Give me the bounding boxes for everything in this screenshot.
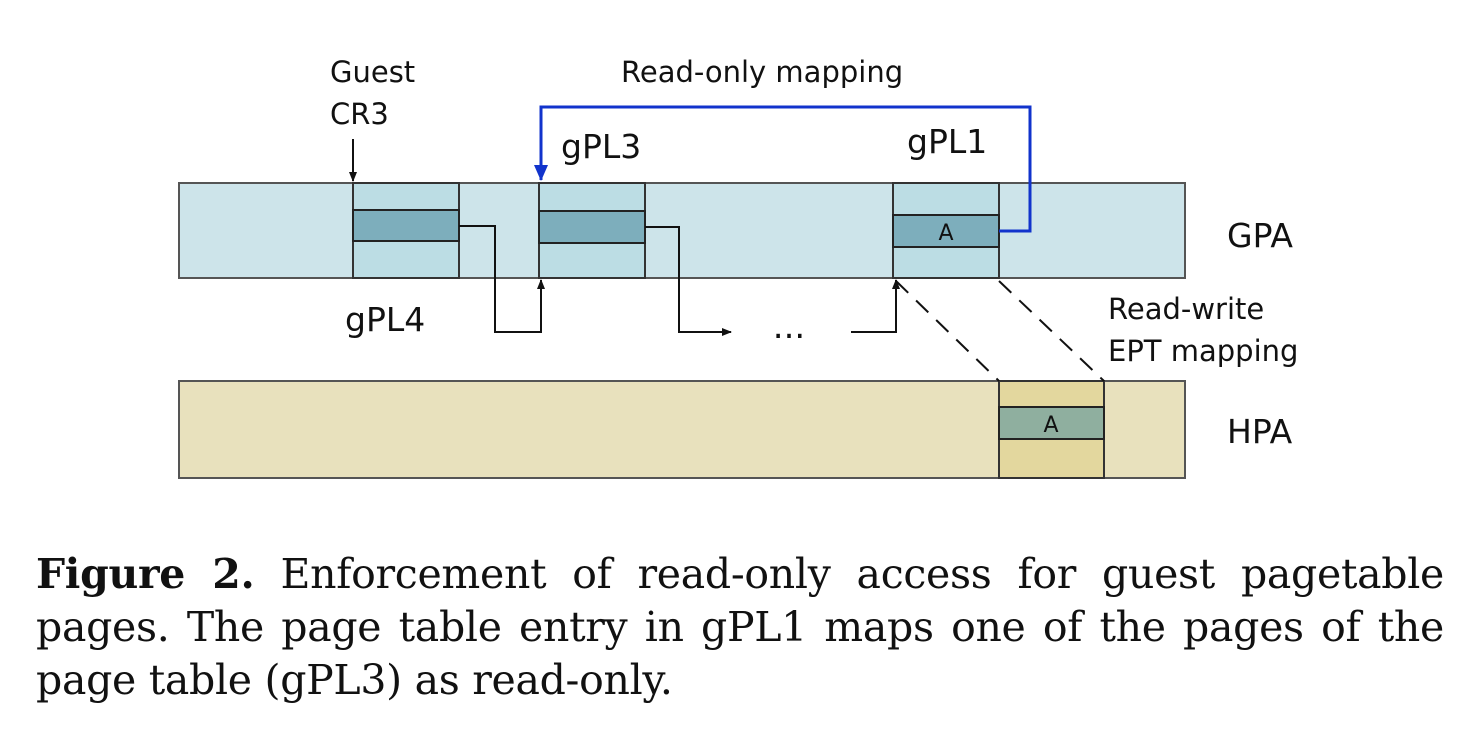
hpa-entry-label: A xyxy=(1043,413,1058,438)
figure-caption: Figure 2. Enforcement of read-only acces… xyxy=(36,548,1444,707)
gpl4-to-gpl3-arrow xyxy=(459,225,545,333)
gpl4-entry xyxy=(352,209,460,242)
caption-label: Figure 2. xyxy=(36,550,255,598)
walk-ellipsis: ... xyxy=(773,307,805,347)
guest-cr3-label-line1: Guest xyxy=(330,55,415,89)
guest-cr3-label-line2: CR3 xyxy=(330,97,389,131)
gpl3-entry xyxy=(538,210,646,244)
next-to-gpl1-arrow xyxy=(851,279,900,333)
ept-mapping-left-line xyxy=(895,280,1000,382)
read-write-label-line1: Read-write xyxy=(1108,292,1264,326)
read-only-mapping-label: Read-only mapping xyxy=(621,55,903,89)
gpa-bar xyxy=(178,182,1186,279)
caption-text: Enforcement of read-only access for gues… xyxy=(36,550,1444,704)
gpl1-label: gPL1 xyxy=(907,122,987,161)
ept-mapping-right-line xyxy=(998,280,1105,382)
read-only-mapping-arrow xyxy=(534,105,1032,233)
gpl1-entry-label: A xyxy=(938,221,953,246)
hpa-label: HPA xyxy=(1227,412,1293,451)
gpa-label: GPA xyxy=(1227,216,1293,255)
read-write-label-line2: EPT mapping xyxy=(1108,334,1298,368)
gpl1-entry xyxy=(892,214,1000,248)
gpl3-to-next-arrow xyxy=(645,226,732,336)
gpl4-label: gPL4 xyxy=(345,300,425,339)
hpa-entry xyxy=(998,406,1105,440)
gpl3-label: gPL3 xyxy=(561,127,641,166)
